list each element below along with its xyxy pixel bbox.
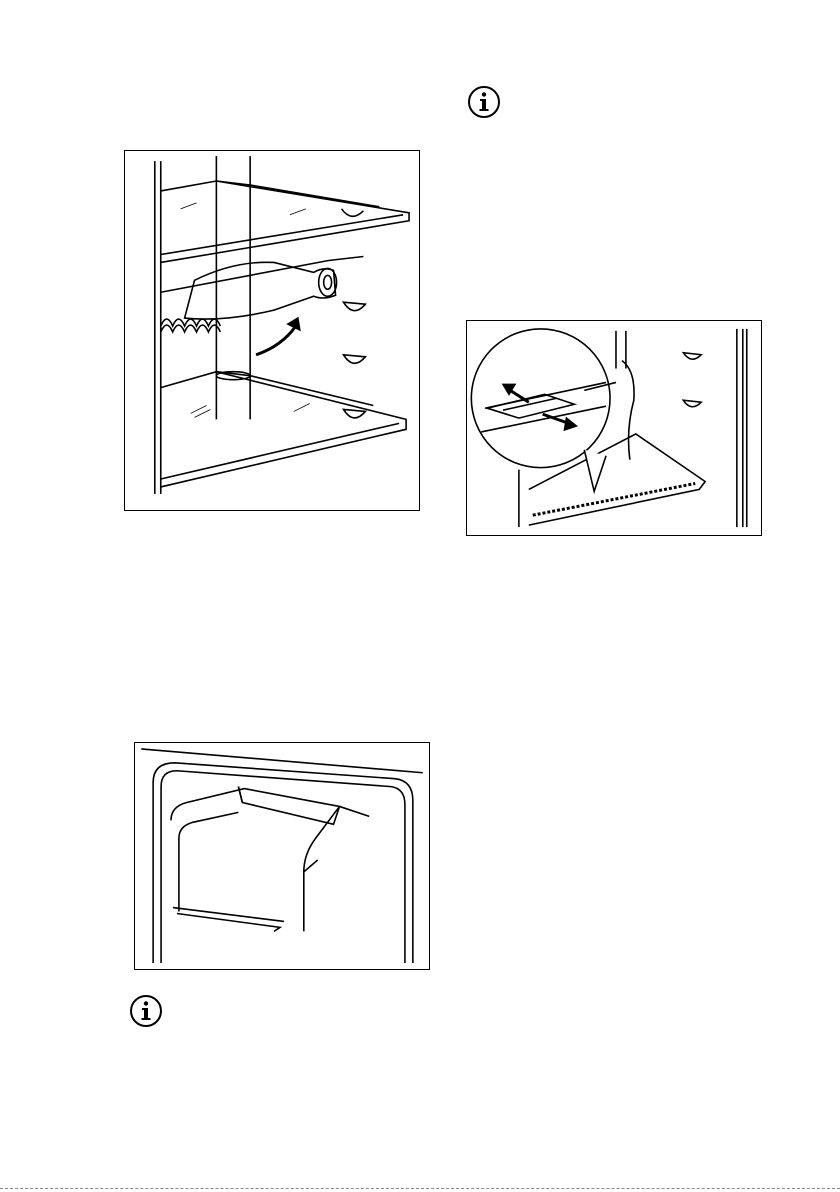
- freezer-compartment-illustration: [134, 742, 430, 970]
- wine-bottle-rack-illustration: [124, 150, 420, 511]
- info-icon: [129, 994, 163, 1028]
- page-footer-divider: [0, 1188, 840, 1189]
- air-vent-slider-illustration: [466, 320, 762, 536]
- info-icon: [467, 85, 501, 119]
